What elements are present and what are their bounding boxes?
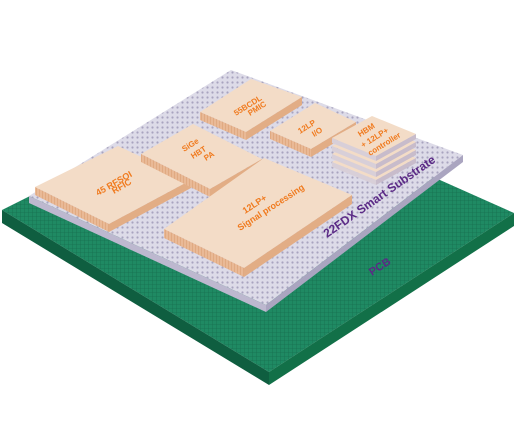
substrate-side-right — [266, 155, 463, 312]
pcb-side-right — [269, 213, 514, 385]
chiplet-pmic: 55BCDL PMIC — [200, 79, 302, 140]
chiplet-signal-processing: 12LP+ Signal processing — [164, 158, 352, 277]
substrate-side-left — [29, 196, 266, 312]
pcb-side-left — [2, 210, 269, 385]
chiplet-hbm-stack: HBM + 12LP+ controller — [332, 116, 416, 185]
